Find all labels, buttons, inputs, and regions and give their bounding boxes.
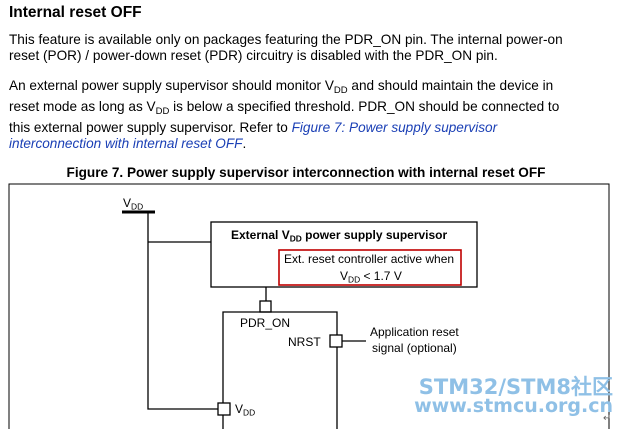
paragraph-line: this external power supply supervisor. R… — [9, 120, 621, 136]
nrst-label: NRST — [288, 335, 321, 349]
paragraph-line: reset mode as long as VDD is below a spe… — [9, 99, 621, 120]
paragraph-line: interconnection with internal reset OFF. — [9, 136, 621, 152]
text-run: An external power supply supervisor shou… — [9, 78, 334, 93]
supervisor-box — [210, 221, 478, 288]
watermark-community: STM32/STM8社区 — [418, 375, 613, 399]
vdd-supply-wire — [147, 212, 218, 410]
pdr-on-pin — [259, 300, 272, 313]
watermark-url: www.stmcu.org.cn — [414, 395, 613, 417]
subscript: DD — [289, 233, 302, 244]
paragraph-line: reset (POR) / power-down reset (PDR) cir… — [9, 48, 498, 63]
section-title: Internal reset OFF — [9, 4, 142, 21]
subscript: DD — [243, 407, 256, 418]
return-mark-icon: ↵ — [603, 413, 612, 424]
figure-title: Figure 7. Power supply supervisor interc… — [66, 165, 546, 180]
figure-7-link-continued[interactable]: interconnection with internal reset OFF — [9, 135, 243, 151]
paragraph-line: This feature is available only on packag… — [9, 32, 563, 47]
reset-condition-line1: Ext. reset controller active when — [284, 252, 455, 266]
nrst-pin — [329, 334, 343, 348]
vdd-supply-label: VDD — [123, 196, 143, 214]
app-reset-label-line2: signal (optional) — [372, 341, 457, 355]
figure-frame — [8, 183, 610, 429]
subscript: DD — [131, 201, 144, 212]
supervisor-title: External VDD power supply supervisor — [231, 228, 447, 246]
app-reset-label-line1: Application reset — [370, 325, 459, 339]
subscript: DD — [333, 84, 348, 96]
text-run: this external power supply supervisor. R… — [9, 119, 292, 135]
reset-condition-line2: VDD < 1.7 V — [340, 269, 402, 287]
subscript: DD — [155, 105, 170, 117]
mcu-outline — [222, 311, 338, 429]
text-run: V — [123, 196, 132, 210]
text-run: and should maintain the device in — [347, 78, 554, 93]
text-run: reset mode as long as V — [9, 98, 156, 114]
vdd-pin — [217, 402, 231, 416]
pdr-on-label: PDR_ON — [240, 316, 291, 330]
text-run: External V — [231, 228, 290, 242]
paragraph-supervisor: An external power supply supervisor shou… — [9, 78, 621, 152]
text-run: power supply supervisor — [301, 228, 448, 242]
paragraph-pdr-feature: This feature is available only on packag… — [9, 32, 621, 64]
text-run: V — [235, 402, 244, 416]
text-run: is below a specified threshold. PDR_ON s… — [169, 98, 560, 114]
paragraph-line: An external power supply supervisor shou… — [9, 78, 621, 99]
vdd-pin-label: VDD — [235, 402, 255, 420]
text-run: V — [340, 269, 349, 283]
text-run: < 1.7 V — [360, 269, 402, 283]
reset-condition-highlight — [278, 249, 462, 286]
subscript: DD — [348, 274, 361, 285]
text-run: . — [242, 135, 247, 151]
figure-7-link[interactable]: Figure 7: Power supply supervisor — [291, 119, 498, 135]
